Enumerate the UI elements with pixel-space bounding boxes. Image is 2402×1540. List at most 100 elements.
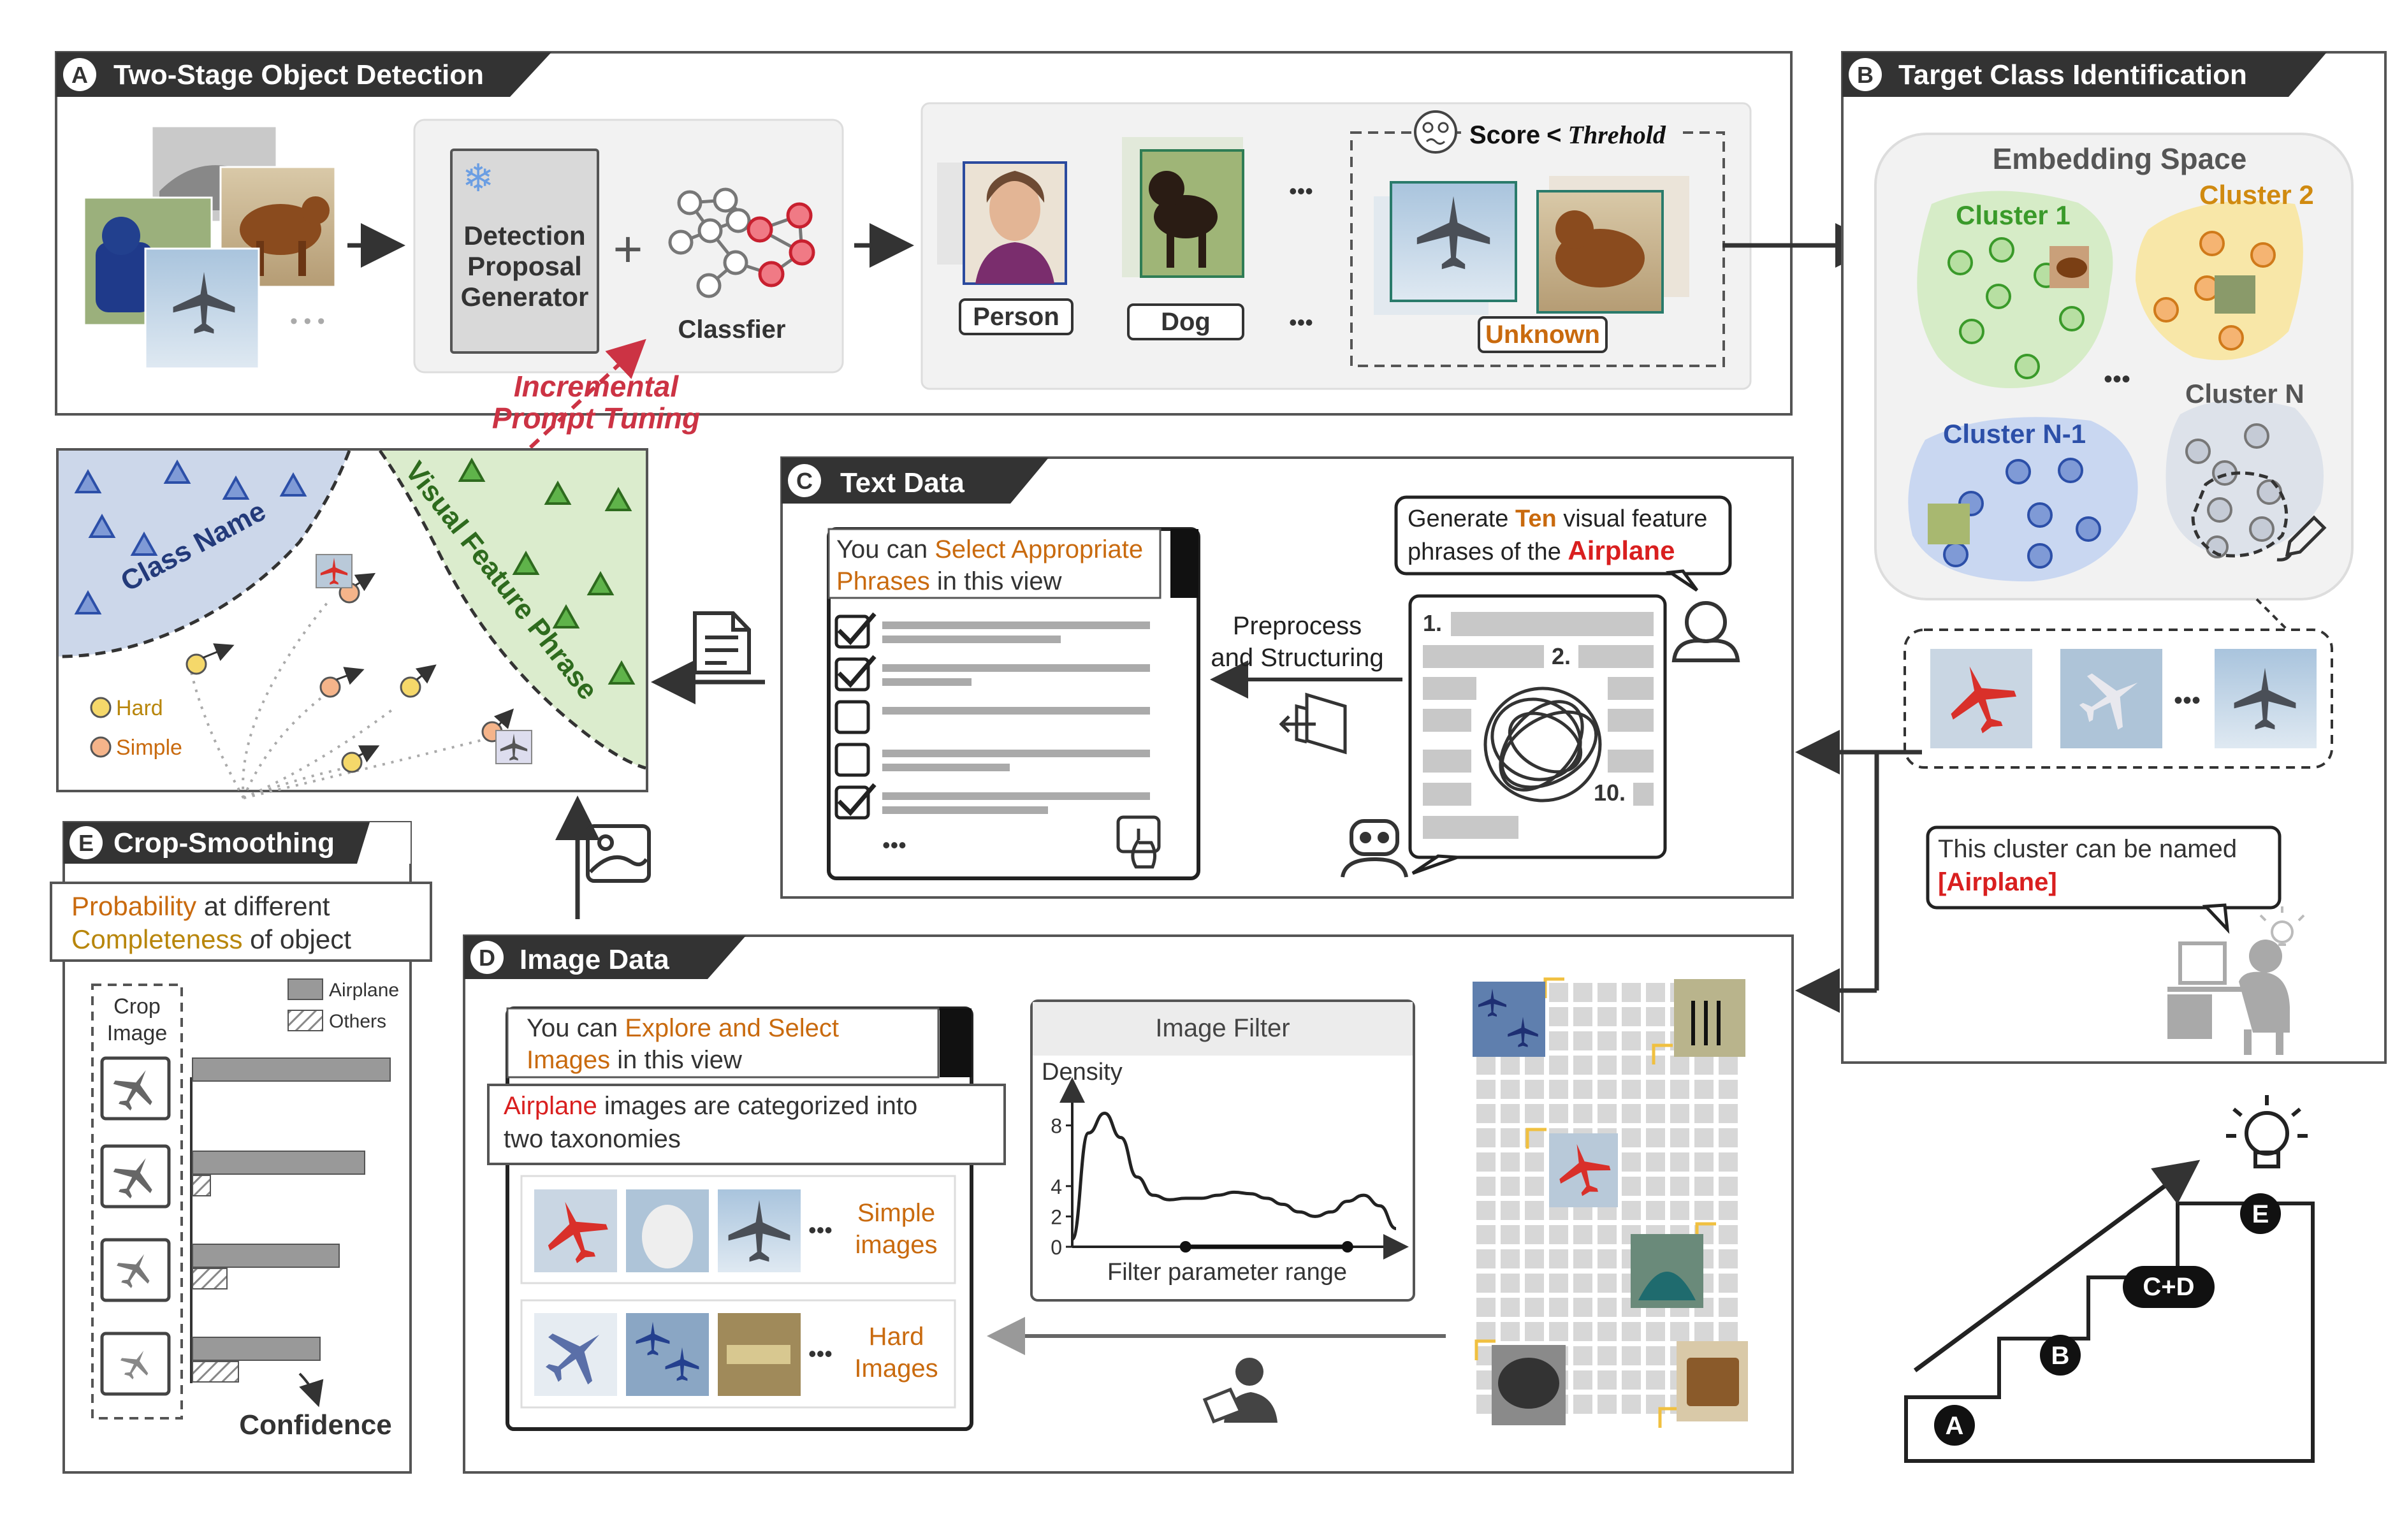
grid-cell[interactable]: [1549, 1031, 1568, 1050]
grid-cell[interactable]: [1501, 1104, 1520, 1123]
grid-cell[interactable]: [1525, 1298, 1544, 1317]
grid-cell[interactable]: [1598, 1370, 1617, 1390]
grid-cell[interactable]: [1549, 1007, 1568, 1026]
grid-cell[interactable]: [1622, 1346, 1641, 1365]
phrase-checkbox[interactable]: [834, 657, 870, 692]
grid-cell[interactable]: [1549, 1225, 1568, 1244]
grid-cell[interactable]: [1622, 1370, 1641, 1390]
grid-cell[interactable]: [1476, 1056, 1496, 1075]
grid-cell[interactable]: [1598, 1298, 1617, 1317]
grid-cell[interactable]: [1598, 1080, 1617, 1099]
grid-cell[interactable]: [1549, 1080, 1568, 1099]
grid-cell[interactable]: [1525, 1201, 1544, 1220]
grid-cell[interactable]: [1598, 1274, 1617, 1293]
grid-cell[interactable]: [1622, 1395, 1641, 1414]
grid-cell[interactable]: [1646, 1031, 1665, 1050]
grid-cell[interactable]: [1501, 1249, 1520, 1268]
grid-cell[interactable]: [1525, 1080, 1544, 1099]
grid-cell[interactable]: [1670, 1322, 1689, 1341]
grid-cell[interactable]: [1646, 1322, 1665, 1341]
grid-cell[interactable]: [1598, 1322, 1617, 1341]
grid-cell[interactable]: [1501, 1274, 1520, 1293]
filter-range-handle-right[interactable]: [1341, 1241, 1353, 1253]
phrase-checkbox[interactable]: [834, 614, 870, 649]
grid-cell[interactable]: [1622, 1177, 1641, 1196]
grid-cell[interactable]: [1670, 1056, 1689, 1075]
grid-cell[interactable]: [1646, 1346, 1665, 1365]
grid-cell[interactable]: [1670, 1128, 1689, 1147]
grid-cell[interactable]: [1622, 1201, 1641, 1220]
grid-cell[interactable]: [1525, 1274, 1544, 1293]
grid-cell[interactable]: [1501, 1201, 1520, 1220]
grid-cell[interactable]: [1719, 1298, 1738, 1317]
grid-cell[interactable]: [1573, 1104, 1592, 1123]
grid-cell[interactable]: [1719, 1225, 1738, 1244]
grid-cell[interactable]: [1719, 1104, 1738, 1123]
grid-cell[interactable]: [1525, 1177, 1544, 1196]
phrase-row[interactable]: [834, 700, 1150, 734]
grid-cell[interactable]: [1694, 1322, 1714, 1341]
grid-cell[interactable]: [1476, 1298, 1496, 1317]
grid-cell[interactable]: [1573, 1225, 1592, 1244]
grid-cell[interactable]: [1573, 1346, 1592, 1365]
grid-cell[interactable]: [1573, 1274, 1592, 1293]
grid-cell[interactable]: [1670, 1080, 1689, 1099]
grid-cell[interactable]: [1646, 1080, 1665, 1099]
filter-range-handle-left[interactable]: [1179, 1241, 1191, 1253]
grid-cell[interactable]: [1622, 1322, 1641, 1341]
grid-cell[interactable]: [1670, 1104, 1689, 1123]
grid-cell[interactable]: [1549, 1274, 1568, 1293]
phrase-row[interactable]: [834, 612, 1150, 649]
grid-cell[interactable]: [1476, 1152, 1496, 1172]
grid-cell[interactable]: [1670, 1201, 1689, 1220]
grid-cell[interactable]: [1719, 1128, 1738, 1147]
grid-cell[interactable]: [1573, 983, 1592, 1002]
grid-cell[interactable]: [1549, 1298, 1568, 1317]
grid-cell[interactable]: [1670, 1152, 1689, 1172]
grid-cell[interactable]: [1622, 1128, 1641, 1147]
grid-cell[interactable]: [1501, 1298, 1520, 1317]
grid-cell[interactable]: [1622, 983, 1641, 1002]
grid-cell[interactable]: [1573, 1298, 1592, 1317]
phrase-checkbox[interactable]: [834, 743, 870, 777]
grid-cell[interactable]: [1476, 1177, 1496, 1196]
grid-cell[interactable]: [1622, 1007, 1641, 1026]
grid-cell[interactable]: [1525, 1152, 1544, 1172]
grid-cell[interactable]: [1694, 1056, 1714, 1075]
grid-cell[interactable]: [1646, 1177, 1665, 1196]
grid-cell[interactable]: [1598, 1056, 1617, 1075]
grid-cell[interactable]: [1598, 983, 1617, 1002]
grid-cell[interactable]: [1525, 1249, 1544, 1268]
grid-cell[interactable]: [1719, 1152, 1738, 1172]
grid-cell[interactable]: [1694, 1104, 1714, 1123]
grid-cell[interactable]: [1646, 1056, 1665, 1075]
phrase-row[interactable]: [834, 783, 1150, 820]
grid-cell[interactable]: [1622, 1056, 1641, 1075]
grid-cell[interactable]: [1525, 1322, 1544, 1341]
grid-cell[interactable]: [1549, 1249, 1568, 1268]
phrase-row[interactable]: [834, 655, 1150, 692]
grid-cell[interactable]: [1549, 1322, 1568, 1341]
grid-cell[interactable]: [1573, 1249, 1592, 1268]
grid-cell[interactable]: [1476, 1249, 1496, 1268]
grid-cell[interactable]: [1501, 1080, 1520, 1099]
grid-cell[interactable]: [1598, 1225, 1617, 1244]
grid-cell[interactable]: [1476, 1274, 1496, 1293]
grid-cell[interactable]: [1598, 1346, 1617, 1365]
grid-cell[interactable]: [1476, 1128, 1496, 1147]
grid-cell[interactable]: [1501, 1152, 1520, 1172]
grid-cell[interactable]: [1622, 1080, 1641, 1099]
grid-cell[interactable]: [1719, 1274, 1738, 1293]
phrase-checkbox[interactable]: [834, 700, 870, 734]
grid-cell[interactable]: [1476, 1225, 1496, 1244]
grid-cell[interactable]: [1598, 1031, 1617, 1050]
grid-cell[interactable]: [1573, 1080, 1592, 1099]
grid-cell[interactable]: [1646, 1201, 1665, 1220]
grid-cell[interactable]: [1598, 1249, 1617, 1268]
grid-cell[interactable]: [1670, 1177, 1689, 1196]
grid-cell[interactable]: [1694, 1080, 1714, 1099]
grid-cell[interactable]: [1646, 1007, 1665, 1026]
grid-cell[interactable]: [1719, 1056, 1738, 1075]
grid-cell[interactable]: [1501, 1322, 1520, 1341]
grid-cell[interactable]: [1476, 1104, 1496, 1123]
